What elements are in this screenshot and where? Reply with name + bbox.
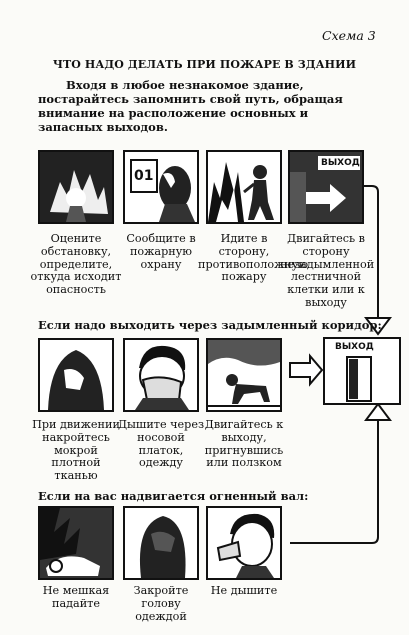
- caption-crawl-to-exit: Двигайтесь к выходу, пригнувшись или пол…: [204, 418, 284, 470]
- picture-call-fire-department: 01: [123, 150, 199, 224]
- section-heading-fire-wave: Если на вас надвигается огненный вал:: [38, 489, 309, 503]
- picture-move-away-from-fire: [206, 150, 282, 224]
- picture-exit-door: ВЫХОД: [323, 337, 401, 405]
- intro-paragraph: Входя в любое незнакомое здание, постара…: [38, 78, 343, 134]
- caption-do-not-breathe: Не дышите: [210, 584, 278, 597]
- exit-box-sign: ВЫХОД: [335, 342, 374, 352]
- caption-breathe-through-handkerchief: Дышите через носовой платок, одежду: [117, 418, 205, 470]
- caption-call-fire-department: Сообщите в пожарную охрану: [126, 232, 196, 271]
- picture-cover-head: [123, 506, 199, 580]
- exit-sign: ВЫХОД: [321, 158, 360, 168]
- picture-do-not-breathe: [206, 506, 282, 580]
- picture-assess-situation: [38, 150, 114, 224]
- scheme-label: Схема 3: [322, 28, 376, 43]
- caption-fall-down: Не мешкая падайте: [42, 584, 110, 610]
- phone-number-sign: 01: [134, 168, 154, 184]
- caption-move-away-from-fire: Идите в сторону, противоположную пожару: [198, 232, 309, 284]
- arrow-line-row3: [290, 418, 379, 544]
- caption-assess-situation: Оцените обстановку, определите, откуда и…: [30, 232, 122, 297]
- arrowhead-up: [364, 402, 392, 421]
- picture-cover-with-wet-cloth: [38, 338, 114, 412]
- caption-cover-head: Закройте голову одеждой: [133, 584, 189, 623]
- caption-cover-with-wet-cloth: При движении накройтесь мокрой плотной т…: [32, 418, 120, 483]
- caption-move-to-exit: Двигайтесь в сторону незадымленной лестн…: [280, 232, 375, 309]
- picture-move-to-exit: ВЫХОД: [288, 150, 364, 224]
- picture-breathe-through-handkerchief: [123, 338, 199, 412]
- section-heading-smoky-corridor: Если надо выходить через задымленный кор…: [38, 318, 382, 332]
- arrow-line-row1: [364, 185, 379, 320]
- picture-crawl-to-exit: [206, 338, 282, 412]
- page-title: ЧТО НАДО ДЕЛАТЬ ПРИ ПОЖАРЕ В ЗДАНИИ: [52, 58, 357, 71]
- arrowhead-down: [364, 317, 392, 336]
- arrowhead-right: [289, 353, 324, 387]
- picture-fall-down: [38, 506, 114, 580]
